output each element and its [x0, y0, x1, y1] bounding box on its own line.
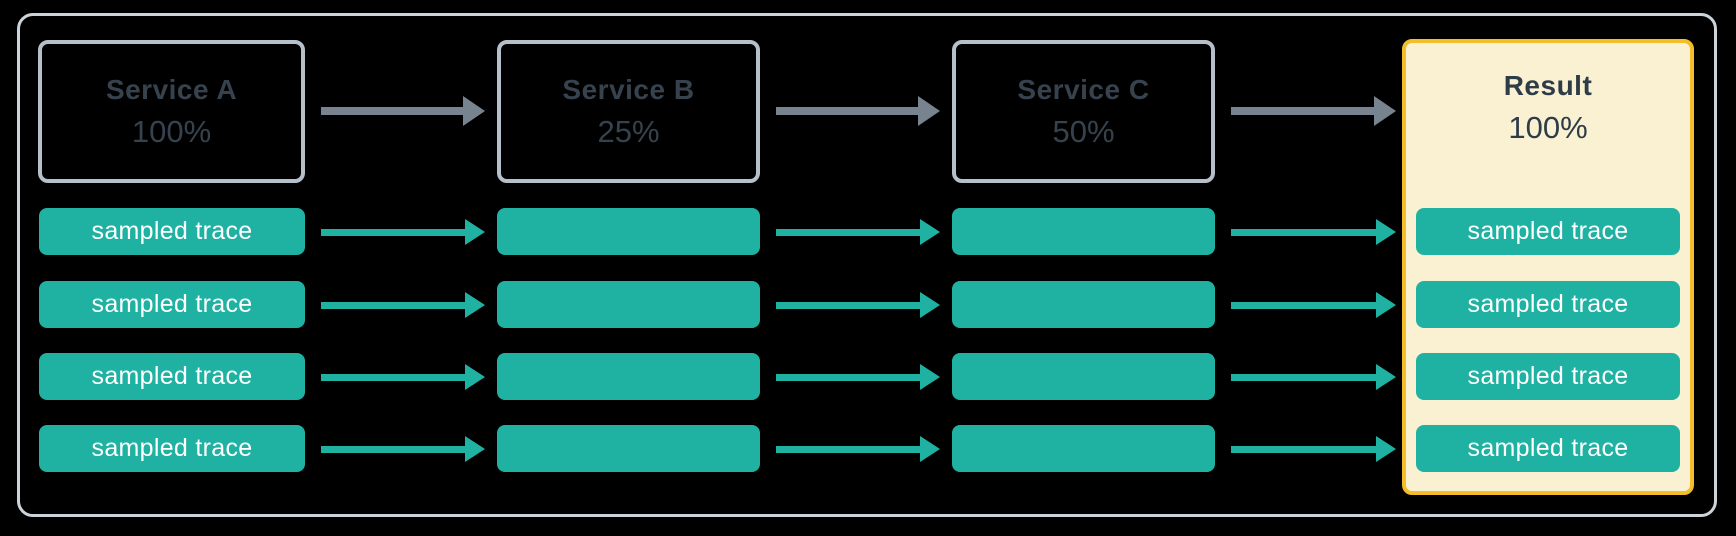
result-header: Result 100%	[1406, 70, 1690, 145]
sampled-trace-chip: sampled trace	[1416, 281, 1680, 328]
sampled-trace-label: sampled trace	[1467, 434, 1629, 462]
sampled-trace-chip	[497, 208, 760, 255]
arrow-head	[1376, 292, 1396, 318]
arrow-shaft	[321, 373, 465, 381]
arrow-shaft	[1231, 301, 1376, 309]
arrow-shaft	[1231, 445, 1376, 453]
arrow-right-icon	[776, 217, 940, 247]
sampling-rate-label: 50%	[1052, 114, 1115, 149]
arrow-head	[1376, 219, 1396, 245]
arrow-head	[1376, 436, 1396, 462]
arrow-right-icon	[776, 96, 940, 126]
result-box: Result 100% sampled trace sampled trace …	[1402, 39, 1694, 495]
arrow-right-icon	[321, 217, 485, 247]
sampled-trace-chip: sampled trace	[39, 208, 305, 255]
sampled-trace-label: sampled trace	[91, 290, 253, 318]
result-rate-label: 100%	[1508, 110, 1588, 145]
sampled-trace-label: sampled trace	[91, 434, 253, 462]
service-name-label: Service C	[1017, 74, 1150, 105]
arrow-head	[463, 96, 485, 126]
sampling-rate-label: 25%	[597, 114, 660, 149]
arrow-right-icon	[776, 362, 940, 392]
arrow-head	[920, 436, 940, 462]
arrow-shaft	[321, 107, 463, 115]
arrow-right-icon	[321, 434, 485, 464]
arrow-shaft	[776, 107, 918, 115]
sampled-trace-chip: sampled trace	[39, 281, 305, 328]
sampled-trace-label: sampled trace	[1467, 217, 1629, 245]
service-a-box: Service A 100%	[38, 40, 305, 183]
arrow-right-icon	[1231, 96, 1396, 126]
arrow-shaft	[776, 228, 920, 236]
sampled-trace-chip	[952, 208, 1215, 255]
arrow-right-icon	[321, 290, 485, 320]
sampled-trace-chip: sampled trace	[1416, 208, 1680, 255]
sampled-trace-chip: sampled trace	[39, 425, 305, 472]
arrow-right-icon	[1231, 217, 1396, 247]
arrow-head	[920, 292, 940, 318]
arrow-shaft	[321, 301, 465, 309]
sampled-trace-chip	[497, 425, 760, 472]
sampling-rate-label: 100%	[131, 114, 212, 149]
arrow-shaft	[1231, 228, 1376, 236]
service-b-box: Service B 25%	[497, 40, 760, 183]
arrow-shaft	[776, 445, 920, 453]
arrow-head	[918, 96, 940, 126]
sampled-trace-chip	[497, 281, 760, 328]
arrow-head	[920, 219, 940, 245]
sampled-trace-label: sampled trace	[1467, 362, 1629, 390]
arrow-shaft	[321, 445, 465, 453]
service-c-box: Service C 50%	[952, 40, 1215, 183]
arrow-head	[1374, 96, 1396, 126]
arrow-right-icon	[776, 290, 940, 320]
arrow-right-icon	[1231, 434, 1396, 464]
sampled-trace-chip	[952, 425, 1215, 472]
sampled-trace-chip	[952, 353, 1215, 400]
sampled-trace-label: sampled trace	[91, 362, 253, 390]
arrow-right-icon	[1231, 362, 1396, 392]
arrow-head	[1376, 364, 1396, 390]
arrow-shaft	[1231, 107, 1374, 115]
sampled-trace-chip: sampled trace	[1416, 353, 1680, 400]
arrow-right-icon	[321, 96, 485, 126]
service-name-label: Service B	[562, 74, 695, 105]
sampled-trace-chip: sampled trace	[39, 353, 305, 400]
sampled-trace-chip: sampled trace	[1416, 425, 1680, 472]
arrow-right-icon	[321, 362, 485, 392]
arrow-head	[465, 219, 485, 245]
arrow-head	[920, 364, 940, 390]
sampled-trace-label: sampled trace	[91, 217, 253, 245]
arrow-head	[465, 364, 485, 390]
service-name-label: Service A	[105, 74, 238, 105]
arrow-right-icon	[1231, 290, 1396, 320]
arrow-head	[465, 292, 485, 318]
sampled-trace-chip	[497, 353, 760, 400]
arrow-right-icon	[776, 434, 940, 464]
sampled-trace-chip	[952, 281, 1215, 328]
arrow-shaft	[321, 228, 465, 236]
arrow-head	[465, 436, 485, 462]
arrow-shaft	[1231, 373, 1376, 381]
sampled-trace-label: sampled trace	[1467, 290, 1629, 318]
result-title: Result	[1503, 70, 1593, 101]
arrow-shaft	[776, 301, 920, 309]
arrow-shaft	[776, 373, 920, 381]
